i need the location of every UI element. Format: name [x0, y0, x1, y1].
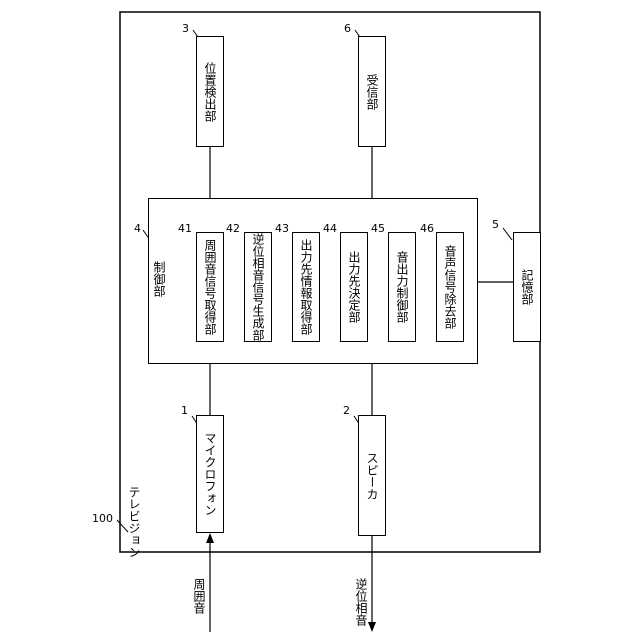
storage-label: 記憶部 — [521, 269, 533, 305]
unit-43-label: 出力先情報取得部 — [300, 239, 312, 335]
position-detector-box: 位置検出部 — [196, 36, 224, 147]
unit-43-ref: 43 — [275, 222, 289, 235]
unit-42-box: 逆位相音信号生成部 — [244, 232, 272, 342]
unit-42-ref: 42 — [226, 222, 240, 235]
speaker-box: スピーカ — [358, 415, 386, 536]
unit-46-box: 音声信号除去部 — [436, 232, 464, 342]
unit-43-box: 出力先情報取得部 — [292, 232, 320, 342]
leader-5 — [503, 228, 512, 240]
speaker-label: スピーカ — [366, 452, 378, 500]
control-label: 制御部 — [153, 261, 165, 297]
unit-42-label: 逆位相音信号生成部 — [252, 233, 264, 341]
tv-label: テレビジョン — [128, 486, 140, 558]
unit-41-label: 周囲音信号取得部 — [204, 239, 216, 335]
unit-46-ref: 46 — [420, 222, 434, 235]
ambient-input-arrowhead — [206, 533, 214, 543]
position-detector-label: 位置検出部 — [204, 62, 216, 122]
unit-44-ref: 44 — [323, 222, 337, 235]
unit-41-box: 周囲音信号取得部 — [196, 232, 224, 342]
mic-label: マイクロフォン — [204, 432, 216, 516]
storage-ref: 5 — [492, 218, 499, 231]
unit-46-label: 音声信号除去部 — [444, 245, 456, 329]
tv-ref: 100 — [92, 512, 113, 525]
unit-45-label: 音出力制御部 — [396, 251, 408, 323]
control-ref: 4 — [134, 222, 141, 235]
unit-45-ref: 45 — [371, 222, 385, 235]
unit-41-ref: 41 — [178, 222, 192, 235]
storage-box: 記憶部 — [513, 232, 541, 342]
ambient-sound-label: 周囲音 — [193, 578, 205, 614]
unit-44-label: 出力先決定部 — [348, 251, 360, 323]
antiphase-sound-label: 逆位相音 — [355, 578, 367, 626]
antiphase-output-arrowhead — [368, 622, 376, 632]
receiver-label: 受信部 — [366, 74, 378, 110]
unit-45-box: 音出力制御部 — [388, 232, 416, 342]
position-detector-ref: 3 — [182, 22, 189, 35]
mic-box: マイクロフォン — [196, 415, 224, 533]
unit-44-box: 出力先決定部 — [340, 232, 368, 342]
speaker-ref: 2 — [343, 404, 350, 417]
receiver-ref: 6 — [344, 22, 351, 35]
mic-ref: 1 — [181, 404, 188, 417]
receiver-box: 受信部 — [358, 36, 386, 147]
